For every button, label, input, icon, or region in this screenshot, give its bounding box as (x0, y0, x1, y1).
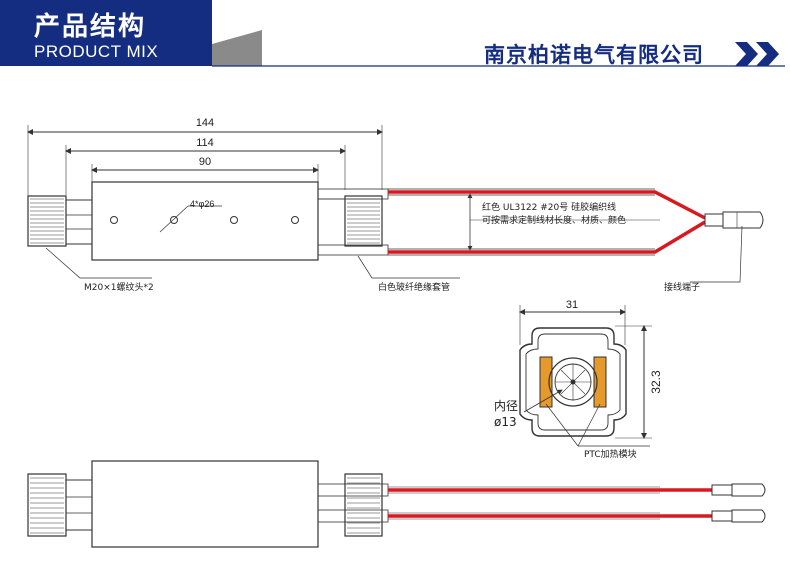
header-shadow-wedge (212, 30, 262, 66)
inner-diameter-value: ø13 (494, 415, 517, 429)
thread-head-label: M20×1螺纹头*2 (84, 281, 154, 293)
inner-tube-outer (548, 357, 598, 407)
ptc-leader (577, 403, 601, 447)
mount-hole (170, 216, 178, 224)
terminal-side-bottom (711, 509, 766, 523)
left-connector (65, 199, 93, 245)
sleeve-leader (357, 255, 460, 279)
sleeve-side-top (317, 483, 389, 497)
top-view (27, 125, 764, 283)
dim-144-label: 144 (196, 117, 214, 129)
section-title: 产品结构 (34, 12, 147, 42)
housing-inner (525, 333, 621, 431)
wire-spec-line1: 红色 UL3122 #20号 硅胶编织线 (482, 201, 616, 213)
ptc-leader (545, 403, 579, 447)
inner-diameter-label: 内径 (494, 399, 518, 413)
heater-body (91, 181, 319, 261)
terminal-side-top (711, 483, 766, 497)
section-view (519, 305, 652, 447)
dim-114-label: 114 (196, 137, 214, 149)
side-view (27, 460, 766, 548)
wire-spec-line2: 可按需求定制线材长度、材质、颜色 (482, 214, 626, 226)
holes-leader (159, 205, 189, 233)
dim-90-label: 90 (199, 156, 211, 168)
right-thread-side (344, 473, 383, 537)
holes-label: 4*φ26 (190, 199, 214, 209)
right-thread (344, 195, 383, 247)
mount-hole (230, 216, 238, 224)
red-wires-side (388, 488, 712, 518)
terminal-leader (690, 225, 743, 283)
right-thread-lines (347, 198, 380, 244)
dim-31-label: 31 (566, 299, 578, 311)
terminal (704, 211, 764, 229)
mount-hole (110, 216, 118, 224)
header-decoration (212, 30, 785, 67)
sleeve-top (317, 188, 389, 200)
sleeve-label: 白色玻纤绝缘套管 (378, 281, 450, 293)
inner-diameter-leader (523, 389, 563, 413)
ptc-module-right (593, 356, 607, 408)
sleeve-side-bottom (317, 509, 389, 523)
ptc-module-left (539, 356, 553, 408)
terminal-label: 接线端子 (664, 281, 700, 293)
ptc-module-label: PTC加热模块 (584, 448, 637, 460)
left-thread (27, 195, 67, 247)
company-name: 南京柏诺电气有限公司 (484, 43, 704, 67)
double-chevron-right-icon (735, 42, 779, 66)
red-wires (388, 190, 706, 254)
header-banner (0, 0, 212, 66)
heater-body-side (91, 460, 319, 548)
thread-leader (45, 247, 152, 279)
left-connector-side (65, 479, 93, 531)
left-thread-lines (30, 198, 64, 244)
sleeve-bottom (317, 244, 389, 256)
section-subtitle: PRODUCT MIX (34, 42, 159, 61)
housing-outline (519, 327, 627, 437)
mount-hole (291, 216, 299, 224)
dim-32-3-label: 32.3 (649, 370, 663, 394)
